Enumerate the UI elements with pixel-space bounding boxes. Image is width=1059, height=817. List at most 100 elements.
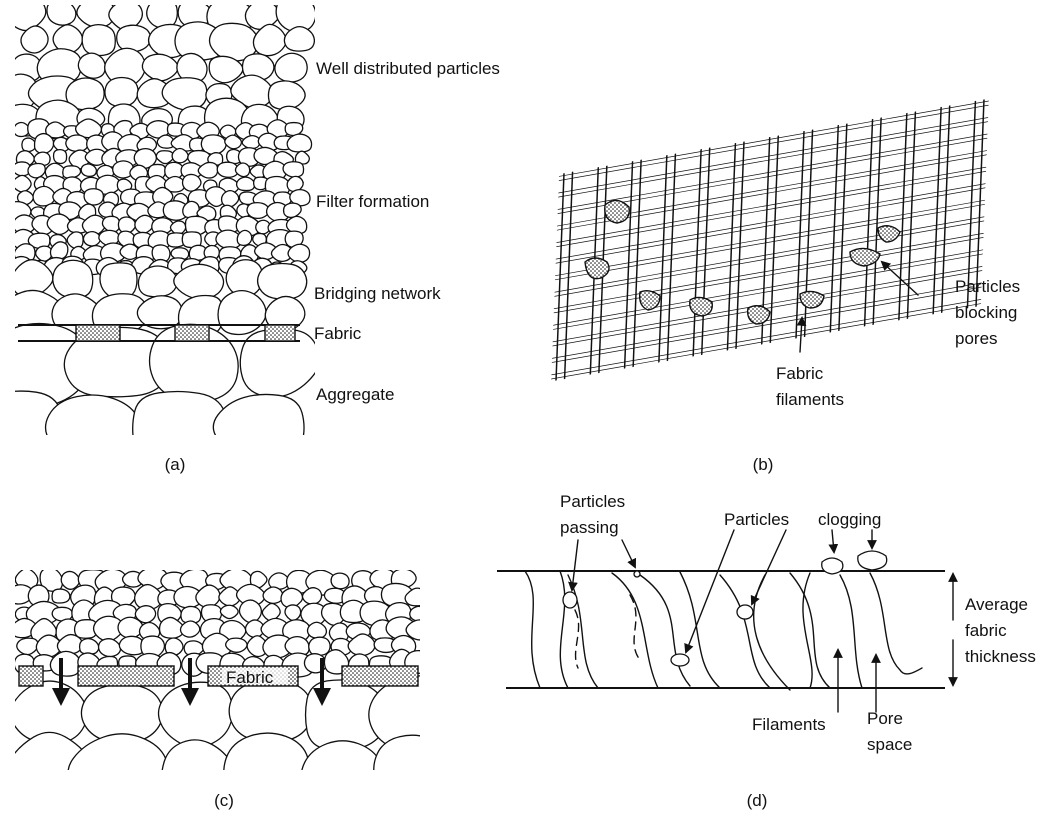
filament	[559, 105, 988, 180]
filament	[839, 124, 847, 331]
panel-a: Well distributed particles Filter format…	[0, 0, 500, 474]
filament	[659, 155, 667, 362]
particle	[99, 639, 121, 657]
particle	[285, 605, 301, 621]
panel-d: Particles passing Particles clogging Ave…	[497, 492, 1036, 810]
filter-particle	[284, 203, 302, 217]
label-fabric-c: Fabric	[226, 668, 274, 687]
filter-formation-particles	[5, 119, 312, 278]
label-particles-passing-line2: passing	[560, 518, 619, 537]
filament	[559, 122, 988, 197]
particle	[162, 78, 207, 110]
filter-particle	[84, 189, 103, 205]
filament	[736, 142, 744, 349]
particles-d	[563, 551, 887, 666]
filament	[553, 266, 982, 341]
label-particles-clogging-line2: clogging	[818, 510, 881, 529]
particle	[105, 78, 138, 107]
arrow-fabric-filaments	[800, 318, 802, 352]
panel-a-particle-layers	[0, 0, 319, 467]
particle	[268, 81, 305, 110]
label-particles-blocking-line2: blocking	[955, 303, 1017, 322]
filament	[553, 271, 982, 346]
label-filter-formation: Filter formation	[316, 192, 429, 211]
filament	[702, 148, 710, 355]
filter-particle	[156, 151, 173, 164]
label-well-distributed-particles: Well distributed particles	[316, 59, 500, 78]
filter-particle	[135, 215, 154, 233]
particle	[82, 25, 115, 56]
filament	[976, 100, 984, 307]
filament	[555, 217, 984, 292]
panel-c: Fabric (c)	[5, 568, 465, 817]
filter-particle	[237, 230, 252, 245]
label-particles-blocking-line3: pores	[955, 329, 998, 348]
bridging-particle	[218, 291, 266, 335]
filter-particle	[14, 123, 29, 137]
filament	[933, 107, 941, 314]
panel-c-fabric-strips	[19, 666, 418, 686]
filter-particle	[283, 162, 304, 177]
particle	[220, 605, 238, 618]
filter-particle	[288, 244, 309, 262]
label-pore-space-line2: space	[867, 735, 912, 754]
label-average-line1: Average	[965, 595, 1028, 614]
aggregate-stone	[68, 734, 169, 814]
filament	[555, 233, 984, 308]
particle	[78, 53, 105, 78]
filter-particle	[54, 150, 67, 164]
bridging-particle	[53, 260, 93, 298]
filament	[830, 125, 838, 332]
filament	[727, 143, 735, 350]
aggregate-stone	[374, 735, 458, 809]
filament	[556, 174, 564, 381]
aggregate-stones	[0, 323, 319, 466]
aggregate-stone	[224, 733, 310, 811]
caption-a: (a)	[165, 455, 186, 474]
filament	[770, 136, 778, 343]
bridging-particle	[137, 296, 182, 329]
filter-particle	[83, 232, 100, 246]
filter-particle	[287, 134, 311, 152]
filter-particle	[34, 134, 53, 154]
particle	[118, 617, 143, 638]
particle	[80, 639, 99, 654]
caption-b: (b)	[753, 455, 774, 474]
aggregate-stone	[46, 395, 142, 463]
panel-c-particles	[5, 568, 465, 817]
filter-particle	[235, 163, 249, 177]
filaments	[525, 571, 922, 690]
particle	[307, 622, 326, 638]
filament	[693, 149, 701, 356]
label-average-line3: thickness	[965, 647, 1036, 666]
filament	[554, 238, 983, 313]
fabric-mesh	[552, 99, 989, 381]
filament	[899, 113, 907, 320]
particle	[180, 621, 199, 637]
particle	[275, 53, 307, 82]
filament	[556, 188, 985, 263]
particle	[52, 589, 70, 603]
filter-particle	[12, 175, 31, 192]
bridging-particle	[138, 266, 177, 297]
label-aggregate: Aggregate	[316, 385, 394, 404]
particle	[239, 600, 261, 623]
filament	[558, 134, 987, 209]
filament	[796, 131, 804, 338]
panel-d-leader-lines	[572, 530, 953, 712]
particle	[309, 637, 330, 655]
particle	[17, 638, 38, 655]
particle	[263, 587, 283, 603]
particle	[142, 54, 178, 81]
filament	[667, 154, 675, 361]
aggregate-stone	[213, 394, 304, 461]
filter-particle	[63, 166, 81, 178]
label-particles-passing-line1: Particles	[560, 492, 625, 511]
filter-particle	[67, 232, 83, 248]
filter-particle	[237, 177, 255, 190]
filament	[565, 172, 573, 379]
filament	[633, 160, 641, 367]
label-filaments: Filaments	[752, 715, 826, 734]
particle	[285, 637, 309, 655]
